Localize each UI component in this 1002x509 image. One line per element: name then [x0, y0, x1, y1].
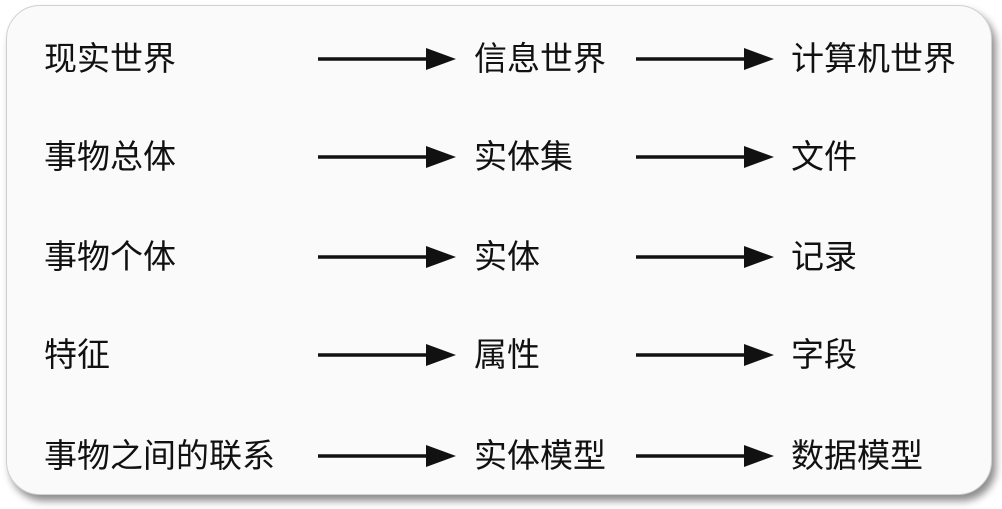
- mapping-row-1: 现实世界 信息世界 计算机世界: [0, 29, 1002, 89]
- information-world-term: 实体模型: [474, 436, 606, 475]
- computer-world-term: 字段: [791, 335, 857, 374]
- computer-world-term: 数据模型: [791, 436, 923, 475]
- real-world-term: 事物之间的联系: [44, 436, 275, 475]
- arrow-right-icon: [636, 246, 774, 268]
- arrow-right-icon: [318, 246, 456, 268]
- information-world-term: 实体: [474, 237, 540, 276]
- mapping-row-4: 特征 属性 字段: [0, 325, 1002, 385]
- information-world-term: 信息世界: [474, 39, 606, 78]
- real-world-term: 现实世界: [44, 39, 176, 78]
- real-world-term: 事物个体: [44, 237, 176, 276]
- arrow-right-icon: [318, 445, 456, 467]
- computer-world-term: 文件: [791, 137, 857, 176]
- arrow-right-icon: [636, 344, 774, 366]
- arrow-right-icon: [318, 344, 456, 366]
- information-world-term: 实体集: [474, 137, 573, 176]
- arrow-right-icon: [318, 48, 456, 70]
- arrow-right-icon: [318, 146, 456, 168]
- arrow-right-icon: [636, 48, 774, 70]
- real-world-term: 特征: [44, 335, 110, 374]
- computer-world-term: 计算机世界: [791, 39, 956, 78]
- arrow-right-icon: [636, 146, 774, 168]
- mapping-row-5: 事物之间的联系 实体模型 数据模型: [0, 426, 1002, 486]
- computer-world-term: 记录: [791, 237, 857, 276]
- real-world-term: 事物总体: [44, 137, 176, 176]
- arrow-right-icon: [636, 445, 774, 467]
- diagram-card: [6, 5, 992, 495]
- mapping-row-2: 事物总体 实体集 文件: [0, 127, 1002, 187]
- mapping-row-3: 事物个体 实体 记录: [0, 227, 1002, 287]
- information-world-term: 属性: [474, 335, 540, 374]
